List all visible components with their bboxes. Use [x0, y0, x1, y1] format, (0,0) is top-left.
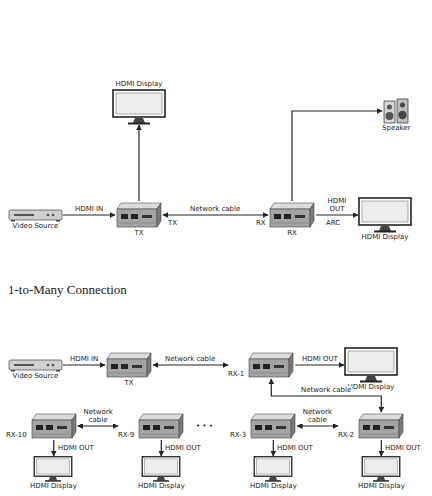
- device-label: HDMI Display: [348, 383, 395, 392]
- device-node: Video Source: [8, 358, 63, 381]
- device-label: TX: [124, 379, 133, 388]
- hdmi-display-icon: [112, 89, 166, 125]
- hdmi-display-icon: [252, 456, 294, 482]
- video-player-icon: [8, 208, 63, 222]
- connector: [292, 111, 382, 201]
- device-label: Video Source: [13, 222, 59, 231]
- extender-node: RX-3: [230, 412, 297, 440]
- hdmi-display-icon: [32, 456, 74, 482]
- extender-unit: [249, 412, 297, 440]
- cable-label: HDMI OUT: [319, 197, 355, 213]
- cable-label: Network cable: [300, 386, 352, 394]
- cable-label: HDMI OUT: [384, 444, 422, 452]
- device-label: HDMI Display: [30, 482, 77, 491]
- connector: [273, 440, 274, 456]
- extender-node: RX-9: [118, 412, 185, 440]
- cable-label: HDMI IN: [69, 355, 99, 363]
- extender-unit: [357, 412, 405, 440]
- device-label: TX: [134, 229, 143, 238]
- extender-node: TX: [105, 351, 153, 388]
- device-node: HDMI Display: [358, 197, 412, 242]
- cable-label: HDMI IN: [74, 205, 104, 213]
- hdmi-display-icon: [140, 456, 182, 482]
- device-label: HDMI Display: [250, 482, 297, 491]
- device-label: RX-10: [6, 431, 27, 440]
- device-label: RX-2: [338, 431, 354, 440]
- device-label: HDMI Display: [116, 80, 163, 89]
- extender-unit: [115, 201, 163, 229]
- extender-node: RX-1: [228, 351, 295, 379]
- extender-node: TX: [115, 201, 163, 238]
- cable-label: HDMI OUT: [57, 444, 95, 452]
- connector: [297, 425, 338, 426]
- cable-label: HDMI OUT: [276, 444, 314, 452]
- cable-label: Network cable: [189, 205, 241, 213]
- connector: [53, 440, 54, 456]
- connector: [78, 425, 118, 426]
- port-label: ARC: [326, 219, 340, 228]
- extender-unit: [247, 351, 295, 379]
- extender-unit: [105, 351, 153, 379]
- connector: [63, 364, 105, 365]
- device-node: HDMI Display: [250, 456, 297, 491]
- extender-node: RX-2: [338, 412, 405, 440]
- connector: [138, 125, 139, 201]
- extender-node: RX: [268, 201, 316, 238]
- device-node: HDMI Display: [358, 456, 405, 491]
- device-label: RX-3: [230, 431, 246, 440]
- device-label: RX-1: [228, 370, 244, 379]
- section-title: 1-to-Many Connection: [8, 282, 127, 298]
- cable-label: Network cable: [164, 355, 216, 363]
- device-label: HDMI Display: [362, 233, 409, 242]
- extender-unit: [137, 412, 185, 440]
- device-label: HDMI Display: [358, 482, 405, 491]
- cable-label: Network cable: [81, 408, 115, 424]
- ellipsis-mark: • • •: [196, 422, 213, 431]
- connector: [153, 364, 228, 365]
- device-node: HDMI Display: [112, 80, 166, 125]
- device-node: Speaker: [382, 98, 410, 133]
- connector: [295, 364, 344, 365]
- device-node: HDMI Display: [30, 456, 77, 491]
- cable-label: Network cable: [300, 408, 335, 424]
- cable-label: HDMI OUT: [301, 355, 339, 363]
- connector: [163, 214, 268, 215]
- device-node: Video Source: [8, 208, 63, 231]
- connector: [161, 440, 162, 456]
- extender-unit: [268, 201, 316, 229]
- device-label: RX: [287, 229, 297, 238]
- connector: [63, 214, 115, 215]
- port-label: TX: [168, 219, 177, 228]
- extender-node: RX-10: [6, 412, 78, 440]
- port-label: RX: [256, 219, 266, 228]
- cable-label: HDMI OUT: [164, 444, 202, 452]
- hdmi-display-icon: [344, 347, 398, 383]
- device-label: RX-9: [118, 431, 134, 440]
- extender-unit: [30, 412, 78, 440]
- speaker-icon: [383, 98, 409, 124]
- device-label: Speaker: [382, 124, 410, 133]
- device-node: HDMI Display: [138, 456, 185, 491]
- connector: [316, 214, 358, 215]
- device-label: Video Source: [13, 372, 59, 381]
- device-label: HDMI Display: [138, 482, 185, 491]
- hdmi-display-icon: [358, 197, 412, 233]
- connector: [381, 440, 382, 456]
- hdmi-display-icon: [360, 456, 402, 482]
- video-player-icon: [8, 358, 63, 372]
